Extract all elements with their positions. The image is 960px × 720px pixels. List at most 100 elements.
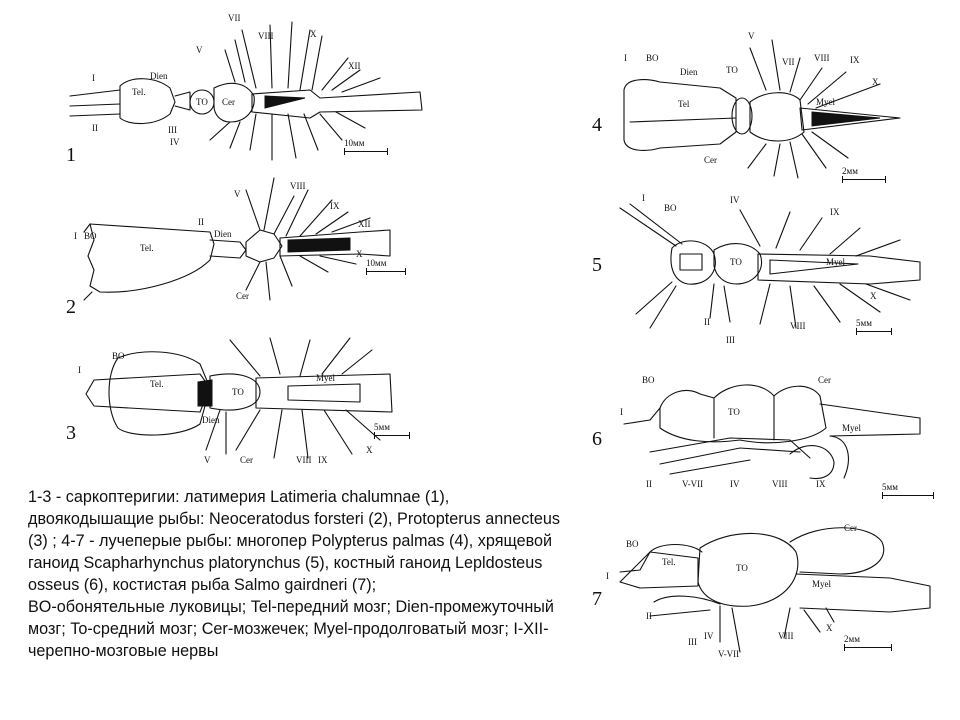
label-VII: VII <box>228 13 241 23</box>
label-tel: Tel. <box>140 243 154 253</box>
label-III: III <box>168 125 177 135</box>
label-BO: BO <box>646 53 659 63</box>
label-V-VII: V-VII <box>682 479 704 489</box>
label-BO: BO <box>112 351 125 361</box>
label-BO: BO <box>626 539 639 549</box>
label-BO: BO <box>642 375 655 385</box>
label-IX: IX <box>318 455 328 465</box>
label-cer: Cer <box>818 375 831 385</box>
label-I: I <box>620 407 623 417</box>
scale-line <box>882 492 934 499</box>
label-IV: IV <box>704 631 714 641</box>
label-cer: Cer <box>222 97 235 107</box>
figure-4-number: 4 <box>592 114 602 136</box>
scale-label: 5мм <box>882 482 898 492</box>
figure-5-number: 5 <box>592 254 602 276</box>
label-X: X <box>310 29 317 39</box>
label-X: X <box>356 249 363 259</box>
label-V: V <box>234 189 241 199</box>
figure-2-number: 2 <box>66 296 76 318</box>
figure-3: 3 I BO Tel. TO Dien Myel V Cer VIII IX X… <box>60 330 430 480</box>
label-cer: Cer <box>240 455 253 465</box>
scale-line <box>844 644 892 651</box>
scale-line <box>856 328 892 335</box>
label-I: I <box>78 365 81 375</box>
figure-7: 7 BO Tel. TO Cer I II Myel III IV V-VII … <box>590 512 940 677</box>
figure-7-number: 7 <box>592 588 602 610</box>
label-IV: IV <box>730 195 740 205</box>
label-VIII: VIII <box>778 631 794 641</box>
label-BO: BO <box>84 231 97 241</box>
label-to: TO <box>196 97 208 107</box>
figure-4: 4 I BO Dien TO V VII VIII IX X Tel Myel … <box>590 28 940 188</box>
label-dien: Dien <box>202 415 220 425</box>
label-tel: Tel <box>678 99 690 109</box>
label-III: III <box>688 637 697 647</box>
label-myel: Myel <box>842 423 861 433</box>
label-VIII: VIII <box>296 455 312 465</box>
label-VIII: VIII <box>258 31 274 41</box>
label-V-VII: V-VII <box>718 649 740 659</box>
label-I: I <box>92 73 95 83</box>
scale-label: 10мм <box>366 258 387 268</box>
label-cer: Cer <box>704 155 717 165</box>
label-II: II <box>646 479 652 489</box>
scale-bar: 5мм <box>374 422 410 439</box>
caption-legend: BO-обонятельные луковицы; Tel-передний м… <box>28 598 554 660</box>
label-dien: Dien <box>150 71 168 81</box>
figure-1-drawing <box>69 21 423 161</box>
figure-2-drawing <box>83 177 391 301</box>
label-myel: Myel <box>826 257 845 267</box>
label-VIII: VIII <box>790 321 806 331</box>
label-VIII: VIII <box>814 53 830 63</box>
label-myel: Myel <box>816 97 835 107</box>
figure-3-drawing <box>85 337 393 459</box>
caption: 1-3 - саркоптеригии: латимерия Latimeria… <box>28 486 568 662</box>
scale-label: 2мм <box>842 166 858 176</box>
label-II: II <box>646 611 652 621</box>
label-tel: Tel. <box>150 379 164 389</box>
figure-1: 1 I II Tel. Dien TO Cer III IV V VII VII… <box>60 10 430 170</box>
label-X: X <box>870 291 877 301</box>
scale-line <box>344 148 388 155</box>
label-VII: VII <box>782 57 795 67</box>
caption-species: 1-3 - саркоптеригии: латимерия Latimeria… <box>28 488 560 594</box>
figure-2: 2 I BO Tel. II Dien V VIII IX XII X Cer … <box>60 160 430 330</box>
label-IV: IV <box>730 479 740 489</box>
label-I: I <box>74 231 77 241</box>
label-X: X <box>366 445 373 455</box>
figure-7-drawing <box>619 527 931 653</box>
figure-6: 6 BO Cer I TO Myel II V-VII IV VIII IX 5… <box>590 368 940 508</box>
label-XII: XII <box>358 219 371 229</box>
scale-label: 5мм <box>374 422 390 432</box>
figure-5: 5 I BO IV IX TO Myel II III VIII X 5мм <box>590 188 940 358</box>
label-myel: Myel <box>316 373 335 383</box>
figure-5-drawing <box>619 203 921 329</box>
label-to: TO <box>726 65 738 75</box>
scale-bar: 10мм <box>344 138 388 155</box>
label-VIII: VIII <box>290 181 306 191</box>
label-dien: Dien <box>680 67 698 77</box>
figure-4-drawing <box>623 39 901 179</box>
scale-line <box>366 268 406 275</box>
scale-bar: 10мм <box>366 258 406 275</box>
label-dien: Dien <box>214 229 232 239</box>
label-V: V <box>748 31 755 41</box>
label-tel: Tel. <box>662 557 676 567</box>
scale-line <box>842 176 886 183</box>
figure-6-drawing <box>623 384 921 480</box>
scale-bar: 2мм <box>842 166 886 183</box>
figure-1-number: 1 <box>66 144 76 166</box>
label-V: V <box>196 45 203 55</box>
label-IX: IX <box>850 55 860 65</box>
scale-bar: 5мм <box>882 482 934 499</box>
label-II: II <box>198 217 204 227</box>
label-II: II <box>704 317 710 327</box>
label-IX: IX <box>816 479 826 489</box>
label-IX: IX <box>830 207 840 217</box>
scale-label: 5мм <box>856 318 872 328</box>
figure-3-number: 3 <box>66 422 76 444</box>
label-cer: Cer <box>236 291 249 301</box>
label-to: TO <box>232 387 244 397</box>
scale-bar: 2мм <box>844 634 892 651</box>
